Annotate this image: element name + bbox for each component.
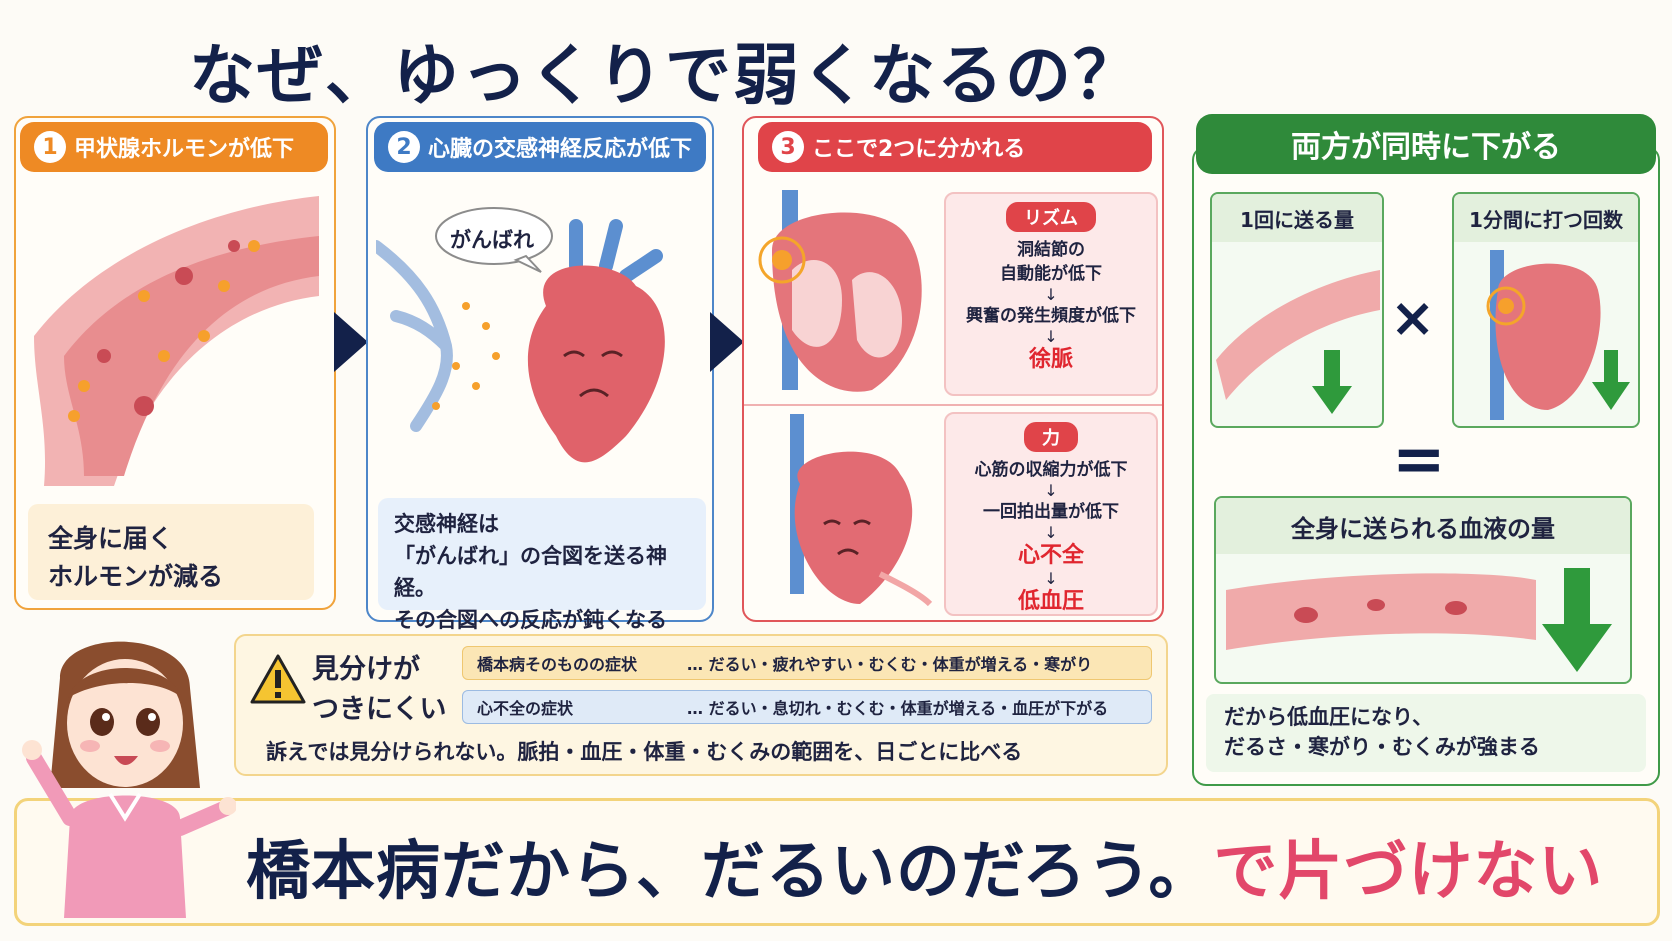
warning-title-line2: つきにくい: [312, 694, 447, 725]
page-title: なぜ、ゆっくりで弱くなるの？: [189, 37, 1141, 114]
step1-note: 全身に届く ホルモンが減る: [28, 504, 314, 600]
stroke-volume-card: 1回に送る量: [1210, 192, 1384, 428]
footer-main: 橋本病だから、だるいのだろう。: [246, 835, 1214, 909]
blood-vessel-illustration: [34, 196, 319, 486]
equals-icon: =: [1392, 423, 1446, 497]
sympathetic-nerve-heart-illustration: [376, 207, 665, 463]
nurse-character-illustration: [22, 641, 236, 918]
rhythm-line2: 自動能が低下: [1000, 264, 1102, 284]
power-result2: 低血圧: [1017, 589, 1084, 614]
row1-text: … だるい・疲れやすい・むくむ・体重が増える・寒がり: [687, 655, 1093, 674]
step1-number: 1: [34, 131, 66, 163]
step2-note: 交感神経は 「がんばれ」の合図を送る神経。 その合図への反応が鈍くなる: [378, 498, 706, 632]
power-box: 力 心筋の収縮力が低下 ↓ 一回拍出量が低下 ↓ 心不全 ↓ 低血圧: [944, 412, 1158, 616]
step3-header: 3 ここで2つに分かれる: [758, 122, 1152, 172]
heart-cross-section-illustration: [758, 190, 922, 392]
power-line2: 一回拍出量が低下: [983, 502, 1119, 522]
footer-message: 橋本病だから、だるいのだろう。で片づけない: [246, 820, 1603, 912]
row2-label: 心不全の症状: [477, 699, 574, 718]
down-arrow-icon: ↓: [1044, 569, 1058, 588]
down-arrow-icon: ↓: [1044, 327, 1058, 346]
heart-rate-label: 1分間に打つ回数: [1454, 194, 1638, 242]
arrow-right-icon: [334, 312, 368, 372]
step2-label: 心臓の交感神経反応が低下: [428, 137, 693, 162]
cardiac-output-card: 全身に送られる血液の量: [1214, 496, 1632, 684]
rhythm-line3: 興奮の発生頻度が低下: [966, 306, 1136, 326]
power-line1: 心筋の収縮力が低下: [974, 460, 1128, 480]
down-arrow-icon: ↓: [1044, 285, 1058, 304]
arrow-right-icon: [710, 312, 744, 372]
times-icon: ×: [1390, 286, 1436, 349]
rhythm-tag: リズム: [1006, 202, 1096, 232]
step2-note-line1: 交感神経は: [394, 512, 499, 536]
step1-note-line2: ホルモンが減る: [48, 562, 224, 591]
step2-note-line3: その合図への反応が鈍くなる: [394, 608, 667, 632]
rhythm-box: リズム 洞結節の 自動能が低下 ↓ 興奮の発生頻度が低下 ↓ 徐脈: [944, 192, 1158, 396]
step3-label: ここで2つに分かれる: [812, 137, 1026, 162]
row1-label: 橋本病そのものの症状: [477, 655, 638, 674]
conclusion-box: だから低血圧になり、 だるさ・寒がり・むくみが強まる: [1206, 694, 1646, 772]
footer-highlight: で片づけない: [1213, 835, 1604, 909]
warning-icon: [250, 654, 306, 704]
warning-title-line1: 見分けが: [312, 654, 420, 685]
conclusion-line1: だから低血圧になり、: [1224, 705, 1434, 729]
warning-footer: 訴えでは見分けられない。脈拍・血圧・体重・むくみの範囲を、日ごとに比べる: [266, 740, 1023, 764]
weak-heart-illustration: [790, 414, 933, 607]
vessel-big-down-arrow-illustration: [1226, 568, 1612, 672]
power-result1: 心不全: [1017, 543, 1084, 568]
down-arrow-icon: ↓: [1044, 481, 1058, 500]
heart-down-arrow-illustration: [1486, 250, 1630, 420]
step3-number: 3: [772, 131, 804, 163]
rhythm-line1: 洞結節の: [1017, 240, 1085, 260]
row2-text: … だるい・息切れ・むくむ・体重が増える・血圧が下がる: [687, 699, 1109, 718]
cardiac-output-label: 全身に送られる血液の量: [1216, 498, 1630, 554]
step1-note-line1: 全身に届く: [48, 524, 174, 553]
conclusion-line2: だるさ・寒がり・むくみが強まる: [1224, 735, 1540, 759]
hashimoto-symptoms-row: 橋本病そのものの症状 … だるい・疲れやすい・むくむ・体重が増える・寒がり: [462, 646, 1152, 680]
footer-banner: [14, 798, 1660, 926]
vessel-down-arrow-illustration: [1216, 270, 1380, 414]
both-header: 両方が同時に下がる: [1196, 114, 1656, 174]
speech-bubble: がんばれ: [450, 228, 534, 252]
heart-rate-card: 1分間に打つ回数: [1452, 192, 1640, 428]
step2-note-line2: 「がんばれ」の合図を送る神経。: [394, 544, 667, 600]
rhythm-result: 徐脈: [1028, 347, 1073, 372]
step1-label: 甲状腺ホルモンが低下: [74, 137, 295, 162]
divider: [744, 404, 1162, 406]
heart-failure-symptoms-row: 心不全の症状 … だるい・息切れ・むくむ・体重が増える・血圧が下がる: [462, 690, 1152, 724]
stroke-volume-label: 1回に送る量: [1212, 194, 1382, 242]
down-arrow-icon: ↓: [1044, 523, 1058, 542]
step2-header: 2 心臓の交感神経反応が低下: [374, 122, 706, 172]
power-tag: 力: [1024, 422, 1078, 452]
step2-number: 2: [388, 131, 420, 163]
step1-header: 1 甲状腺ホルモンが低下: [20, 122, 328, 172]
warning-title: 見分けが つきにくい: [312, 650, 446, 730]
